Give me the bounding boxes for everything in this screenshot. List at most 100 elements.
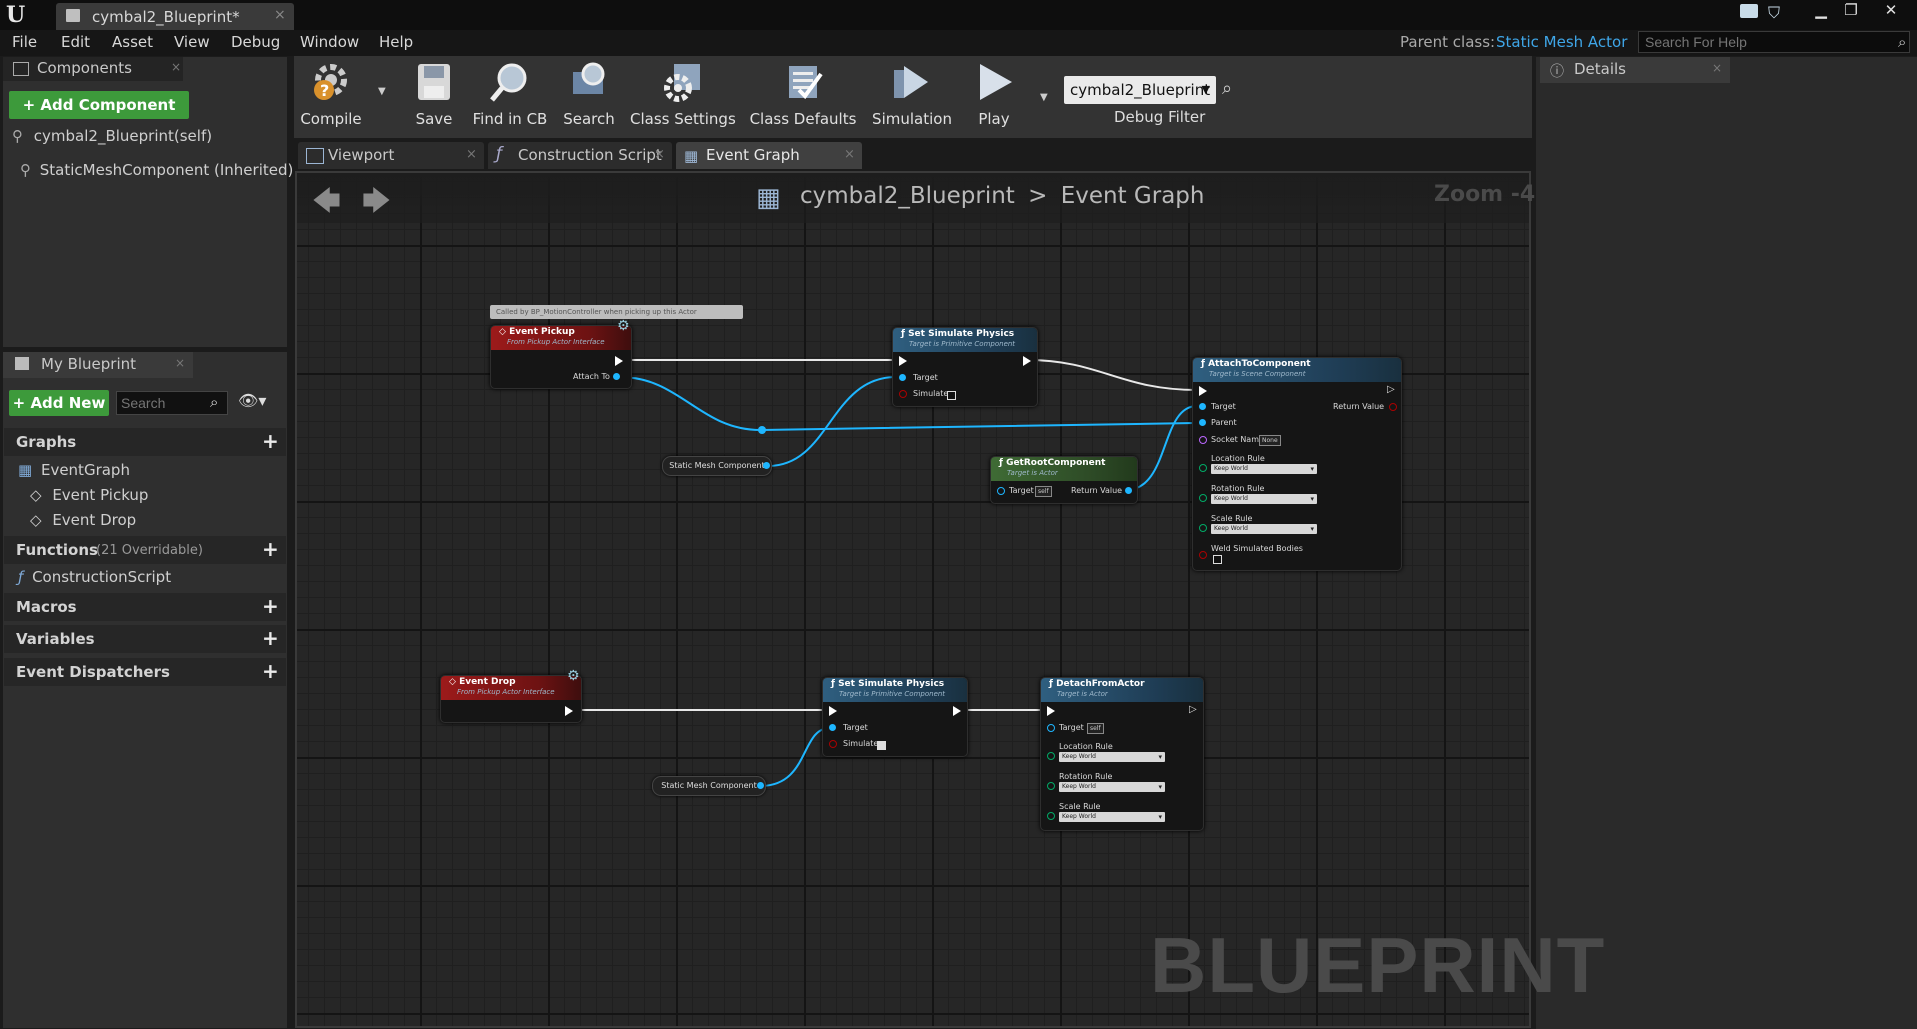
return-value-pin[interactable] xyxy=(1389,403,1397,411)
exec-in-pin[interactable] xyxy=(829,706,837,716)
menu-file[interactable]: File xyxy=(12,33,38,51)
location-rule-select[interactable]: Keep World xyxy=(1211,464,1317,474)
blueprint-search-input[interactable] xyxy=(116,391,228,415)
node-get-root-component[interactable]: ƒ GetRootComponent Target is Actor Targe… xyxy=(990,456,1138,504)
graphs-section[interactable]: Graphs + xyxy=(4,428,286,456)
menu-debug[interactable]: Debug xyxy=(231,33,281,51)
exec-in-pin[interactable] xyxy=(1047,706,1055,716)
exec-out-pin[interactable]: ▷ xyxy=(1189,704,1197,715)
simulate-checkbox[interactable] xyxy=(947,391,956,400)
components-tab[interactable]: Components × xyxy=(3,57,183,81)
scale-rule-pin[interactable] xyxy=(1199,524,1207,532)
socket-name-value[interactable]: None xyxy=(1259,435,1281,446)
forward-arrow-icon[interactable]: 🡆 xyxy=(362,184,391,217)
help-search-input[interactable] xyxy=(1638,31,1910,53)
tab-construction-script[interactable]: ƒ Construction Script × xyxy=(488,142,672,169)
location-rule-pin[interactable] xyxy=(1047,752,1055,760)
node-static-mesh-component-2[interactable]: Static Mesh Component xyxy=(652,776,766,796)
tree-event-graph[interactable]: ▦ EventGraph xyxy=(18,461,130,479)
exec-out-pin[interactable]: ▷ xyxy=(1387,384,1395,395)
exec-in-pin[interactable] xyxy=(1199,386,1207,396)
component-static-mesh[interactable]: ⚲ StaticMeshComponent (Inherited) xyxy=(20,161,293,179)
breadcrumb-root[interactable]: cymbal2_Blueprint xyxy=(800,183,1015,209)
target-pin[interactable] xyxy=(899,374,906,381)
close-window-icon[interactable]: ✕ xyxy=(1884,1,1898,19)
details-tab[interactable]: ⓘ Details × xyxy=(1540,57,1730,83)
target-pin[interactable] xyxy=(1047,724,1055,732)
add-dispatcher-icon[interactable]: + xyxy=(262,659,279,683)
simulation-button[interactable]: Simulation xyxy=(870,60,954,128)
learn-icon[interactable]: ⛉ xyxy=(1768,3,1781,22)
exec-out-pin[interactable] xyxy=(565,706,573,716)
node-event-drop[interactable]: ◇ Event Drop From Pickup Actor Interface… xyxy=(440,668,582,723)
pickup-comment[interactable]: Called by BP_MotionController when picki… xyxy=(490,305,743,319)
tab-event-graph[interactable]: ▦ Event Graph × xyxy=(676,142,862,169)
attach-to-pin[interactable] xyxy=(613,373,620,380)
tab-viewport[interactable]: Viewport × xyxy=(298,142,484,169)
class-settings-button[interactable]: Class Settings xyxy=(630,60,736,128)
view-options-icon[interactable]: 👁▾ xyxy=(238,391,267,410)
target-pin[interactable] xyxy=(997,487,1005,495)
scale-rule-pin[interactable] xyxy=(1047,812,1055,820)
output-pin[interactable] xyxy=(757,782,764,789)
minimize-icon[interactable]: ▁ xyxy=(1815,1,1827,19)
find-in-cb-button[interactable]: Find in CB xyxy=(468,60,552,128)
exec-in-pin[interactable] xyxy=(899,356,907,366)
socket-name-pin[interactable] xyxy=(1199,436,1207,444)
menu-window[interactable]: Window xyxy=(300,33,360,51)
node-static-mesh-component-1[interactable]: Static Mesh Component xyxy=(662,456,772,476)
close-tab-icon[interactable]: × xyxy=(654,147,665,162)
close-tab-icon[interactable]: × xyxy=(274,7,286,23)
menu-view[interactable]: View xyxy=(174,33,210,51)
my-blueprint-tab[interactable]: My Blueprint × xyxy=(3,352,193,378)
close-panel-icon[interactable]: × xyxy=(1712,61,1723,75)
add-function-icon[interactable]: + xyxy=(262,537,279,561)
play-button[interactable]: Play xyxy=(962,60,1026,128)
play-options-chevron-icon[interactable]: ▼ xyxy=(1040,92,1048,103)
simulate-pin[interactable] xyxy=(899,390,907,398)
simulate-checkbox[interactable] xyxy=(877,741,886,750)
add-macro-icon[interactable]: + xyxy=(262,594,279,618)
macros-section[interactable]: Macros + xyxy=(4,593,286,621)
location-rule-select[interactable]: Keep World xyxy=(1059,752,1165,762)
output-pin[interactable] xyxy=(763,462,770,469)
rotation-rule-select[interactable]: Keep World xyxy=(1059,782,1165,792)
class-defaults-button[interactable]: Class Defaults xyxy=(748,60,858,128)
add-new-button[interactable]: + Add New xyxy=(9,390,109,416)
exec-out-pin[interactable] xyxy=(615,356,623,366)
compile-button[interactable]: ? Compile xyxy=(298,60,364,128)
search-icon[interactable]: ⌕ xyxy=(1898,33,1907,51)
target-pin[interactable] xyxy=(1199,403,1206,410)
compile-options-chevron-icon[interactable]: ▼ xyxy=(378,86,386,97)
add-variable-icon[interactable]: + xyxy=(262,626,279,650)
menu-asset[interactable]: Asset xyxy=(112,33,154,51)
self-value[interactable]: self xyxy=(1035,486,1052,497)
scale-rule-select[interactable]: Keep World xyxy=(1211,524,1317,534)
search-button[interactable]: Search xyxy=(556,60,622,128)
close-tab-icon[interactable]: × xyxy=(844,147,855,162)
add-graph-icon[interactable]: + xyxy=(262,429,279,453)
debug-find-icon[interactable]: ⌕ xyxy=(1222,78,1233,99)
menu-edit[interactable]: Edit xyxy=(61,33,91,51)
tree-construction-script[interactable]: ƒ ConstructionScript xyxy=(18,568,171,586)
node-set-simulate-physics-1[interactable]: ƒ Set Simulate Physics Target is Primiti… xyxy=(892,327,1038,407)
return-value-pin[interactable] xyxy=(1125,487,1132,494)
tree-event-drop[interactable]: ◇ Event Drop xyxy=(30,511,136,529)
rotation-rule-pin[interactable] xyxy=(1047,782,1055,790)
save-button[interactable]: Save xyxy=(404,60,464,128)
node-detach-from-actor[interactable]: ƒ DetachFromActor Target is Actor ▷ Targ… xyxy=(1040,677,1204,831)
functions-section[interactable]: Functions (21 Overridable) + xyxy=(4,536,286,564)
rotation-rule-pin[interactable] xyxy=(1199,494,1207,502)
debug-object-select[interactable]: cymbal2_Blueprint ▼ xyxy=(1064,76,1216,104)
add-component-button[interactable]: + Add Component xyxy=(9,91,189,119)
target-pin[interactable] xyxy=(829,724,836,731)
back-arrow-icon[interactable]: 🡄 xyxy=(312,184,341,217)
close-panel-icon[interactable]: × xyxy=(171,60,182,74)
tree-event-pickup[interactable]: ◇ Event Pickup xyxy=(30,486,148,504)
weld-pin[interactable] xyxy=(1199,551,1207,559)
variables-section[interactable]: Variables + xyxy=(4,625,286,653)
event-dispatchers-section[interactable]: Event Dispatchers + xyxy=(4,658,286,686)
weld-checkbox[interactable] xyxy=(1213,555,1222,564)
close-panel-icon[interactable]: × xyxy=(175,356,186,370)
node-set-simulate-physics-2[interactable]: ƒ Set Simulate Physics Target is Primiti… xyxy=(822,677,968,757)
